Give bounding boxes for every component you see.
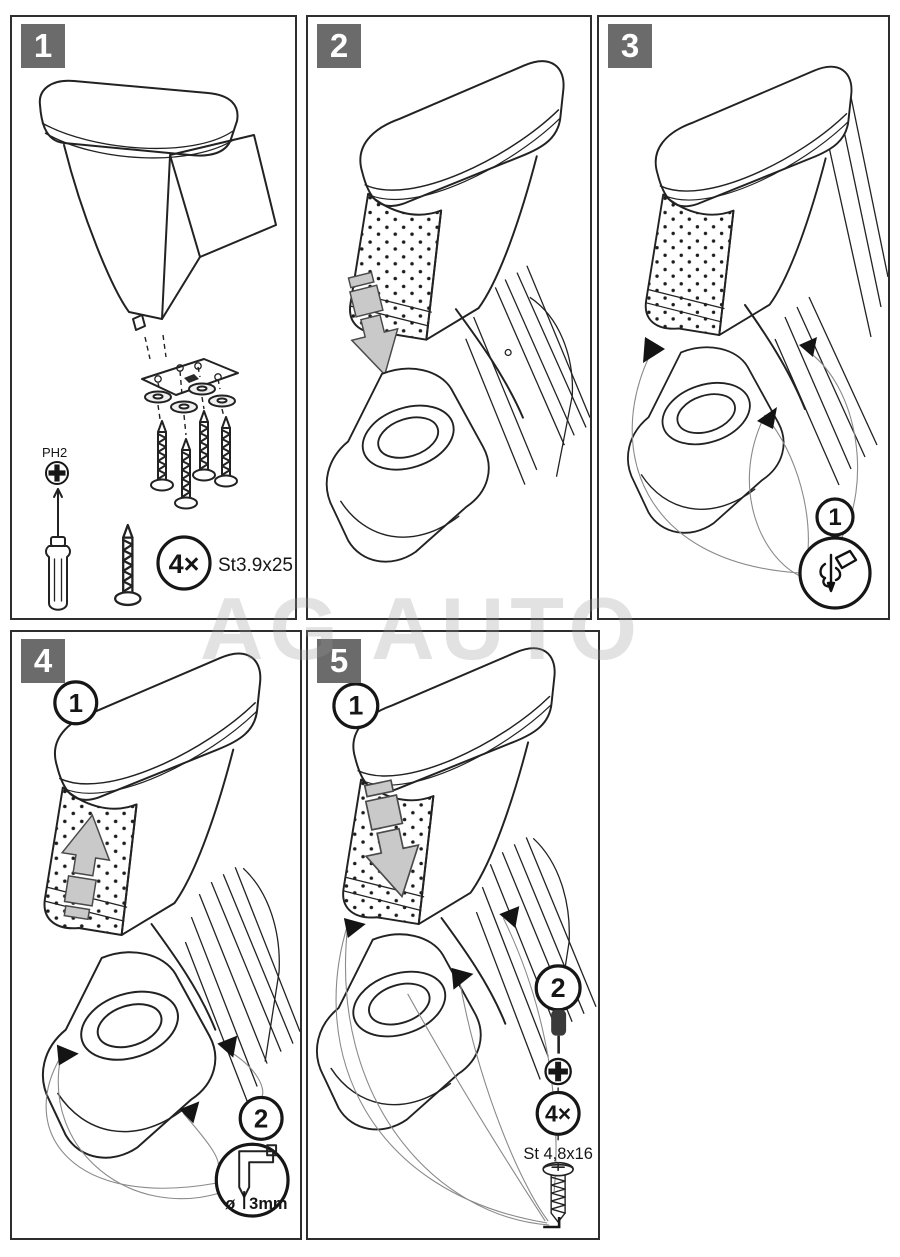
- leader-line: [502, 917, 557, 1192]
- mounting-plate-drawing: [141, 334, 239, 510]
- armrest-leg-line: [150, 923, 217, 1031]
- screw-spec-label: St 4,8x16: [523, 1145, 592, 1163]
- press-clip-hand-icon: [819, 549, 858, 593]
- pointer-arrow-icon: [217, 1035, 238, 1058]
- leader-line: [57, 1056, 220, 1200]
- pointer-arrow-icon: [343, 918, 366, 938]
- washer-icon: [170, 400, 198, 414]
- pointer-arrow-icon: [643, 337, 665, 363]
- panel-step-5: 5 1 2: [306, 630, 600, 1240]
- panel-step-2: 2: [306, 15, 592, 620]
- leader-line: [764, 414, 809, 564]
- pointer-arrow-icon: [179, 1101, 200, 1124]
- console-drawing: [316, 933, 482, 1131]
- washer-icon: [188, 382, 216, 396]
- seat-rails-drawing: [465, 265, 590, 485]
- seat-rails-drawing: [475, 837, 597, 1080]
- leader-line: [335, 923, 548, 1224]
- screw-icon: [114, 523, 142, 607]
- screw-icon: [192, 410, 216, 482]
- armrest-drawing: [644, 65, 853, 337]
- drill-icon: [238, 1144, 278, 1199]
- armrest-drawing: [38, 79, 277, 331]
- leader-line: [344, 923, 550, 1226]
- callout-label: 2: [551, 973, 566, 1003]
- screwdriver-icon: [45, 488, 71, 611]
- panel-step-1: 1: [10, 15, 297, 620]
- callout-circle: [238, 1095, 284, 1141]
- screw-icon: [542, 1161, 574, 1223]
- leader-line: [458, 979, 549, 1222]
- pointer-arrow-icon: [56, 1044, 79, 1066]
- armrest-leg-line: [440, 917, 507, 1025]
- corner-mark: [543, 1217, 561, 1229]
- washer-icon: [144, 390, 172, 404]
- armrest-leg-line: [454, 308, 524, 419]
- step-ref-label: 1: [348, 691, 363, 721]
- step-5-drawing: 1 2 4× St 4,8x16: [316, 647, 597, 1229]
- console-drawing: [627, 346, 785, 534]
- pointer-arrow-icon: [757, 407, 777, 429]
- washer-icon: [208, 394, 236, 408]
- step-ref-circle: [815, 497, 855, 537]
- callout-label: 2: [254, 1105, 268, 1133]
- step-4-drawing: 1 2 ø 3mm: [41, 652, 300, 1218]
- screwdriver-icon: [551, 1009, 567, 1054]
- pointer-arrow-icon: [799, 337, 817, 357]
- screw-icon: [150, 420, 174, 492]
- pointer-arrow-icon: [451, 967, 474, 990]
- screw-hole: [504, 348, 512, 357]
- drill-diameter-prefix: ø: [225, 1195, 235, 1213]
- console-drawing: [325, 367, 490, 563]
- screw-icon: [214, 416, 238, 488]
- armrest-leg-line: [744, 304, 806, 410]
- callout-circle: [534, 964, 582, 1012]
- pointer-arrow-icon: [499, 906, 520, 929]
- seat-rails-drawing: [184, 866, 300, 1107]
- step-number-badge: 3: [608, 24, 652, 68]
- step-ref-circle: [53, 680, 99, 726]
- leader-line: [182, 1113, 220, 1172]
- quantity-label: 4×: [169, 549, 200, 579]
- step-ref-label: 1: [69, 690, 83, 718]
- drill-diameter-value: 3mm: [249, 1195, 287, 1213]
- step-number-badge: 5: [317, 639, 361, 683]
- step-number-badge: 2: [317, 24, 361, 68]
- leader-line: [748, 414, 803, 578]
- quantity-circle: [156, 535, 212, 591]
- leader-line: [45, 1056, 217, 1189]
- step-3-drawing: 1: [627, 65, 888, 610]
- step-number-badge: 4: [21, 639, 65, 683]
- step-ref-circle: [332, 682, 380, 730]
- panel-step-3: 3 1: [597, 15, 890, 620]
- screw-spec-label: St3.9x25: [218, 555, 293, 576]
- phillips-bit-icon: [45, 461, 69, 485]
- action-circle: [798, 536, 872, 610]
- step-number-badge: 1: [21, 24, 65, 68]
- leader-line: [631, 356, 800, 574]
- phillips-bit-icon: [544, 1057, 572, 1086]
- step-ref-label: 1: [828, 504, 841, 531]
- leader-line: [407, 993, 546, 1222]
- quantity-circle: [535, 1090, 581, 1136]
- quantity-label: 4×: [545, 1100, 571, 1126]
- step-2-drawing: [325, 60, 590, 563]
- step-1-drawing: PH2 4× St3.9x25: [38, 79, 293, 611]
- panel-step-4: 4 1 2: [10, 630, 302, 1240]
- driver-size-label: PH2: [42, 445, 67, 460]
